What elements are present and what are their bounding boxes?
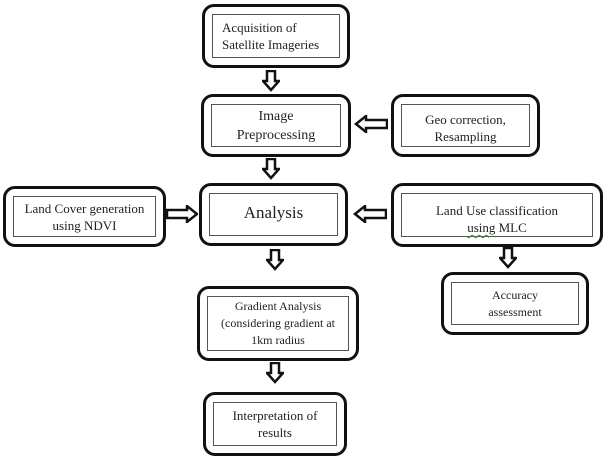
node-interpretation: Interpretation of results — [203, 392, 347, 456]
node-preprocessing: Image Preprocessing — [201, 94, 351, 157]
node-land-cover: Land Cover generation using NDVI — [3, 186, 166, 247]
arrow-left-icon — [353, 205, 387, 223]
spellcheck-marked-word: using — [467, 220, 496, 235]
node-preprocessing-line-1: Image — [258, 108, 294, 124]
node-accuracy-line-1: Accuracy — [492, 287, 538, 302]
node-land-cover-line-1: Land Cover generation — [24, 200, 145, 216]
node-land-use-frame: Land Use classification using MLC — [401, 193, 593, 237]
node-preprocessing-line-2: Preprocessing — [236, 127, 316, 143]
node-acquisition-line-1: Acquisition of — [222, 20, 297, 35]
node-preprocessing-frame: Image Preprocessing — [211, 104, 341, 147]
arrow-down-icon — [499, 247, 517, 269]
node-gradient-line-1: Gradient Analysis — [234, 299, 322, 313]
node-land-use: Land Use classification using MLC — [391, 183, 603, 247]
arrow-down-icon — [262, 70, 280, 92]
node-land-cover-frame: Land Cover generation using NDVI — [13, 196, 156, 237]
node-gradient-line-2: (considering gradient at — [221, 316, 335, 330]
node-accuracy-line-2: assessment — [488, 304, 542, 319]
node-gradient: Gradient Analysis (considering gradient … — [197, 286, 359, 361]
node-analysis-frame: Analysis — [209, 193, 338, 236]
node-acquisition: Acquisition of Satellite Imageries — [202, 4, 350, 68]
arrow-down-icon — [266, 249, 284, 271]
node-land-use-line-2: using MLC — [467, 220, 527, 235]
node-geo-correction-frame: Geo correction, Resampling — [401, 104, 530, 147]
node-geo-correction: Geo correction, Resampling — [391, 94, 540, 157]
node-analysis-line-1: Analysis — [243, 203, 304, 222]
node-land-cover-line-2: using NDVI — [52, 217, 117, 233]
node-geo-correction-line-1: Geo correction, — [425, 112, 506, 127]
node-gradient-frame: Gradient Analysis (considering gradient … — [207, 296, 349, 351]
node-interpretation-line-1: Interpretation of — [232, 408, 318, 423]
arrow-right-icon — [166, 205, 198, 223]
node-land-use-line-1: Land Use classification — [435, 203, 558, 218]
node-interpretation-frame: Interpretation of results — [213, 402, 337, 446]
node-interpretation-line-2: results — [258, 425, 292, 440]
node-analysis: Analysis — [199, 183, 348, 246]
node-acquisition-frame: Acquisition of Satellite Imageries — [212, 14, 340, 58]
node-accuracy: Accuracy assessment — [441, 272, 589, 335]
arrow-left-icon — [354, 115, 388, 133]
arrow-down-icon — [262, 158, 280, 180]
node-geo-correction-line-2: Resampling — [434, 129, 497, 144]
node-accuracy-frame: Accuracy assessment — [451, 282, 579, 325]
arrow-down-icon — [266, 362, 284, 384]
node-acquisition-line-2: Satellite Imageries — [222, 37, 320, 52]
node-gradient-line-3: 1km radius — [251, 333, 305, 347]
